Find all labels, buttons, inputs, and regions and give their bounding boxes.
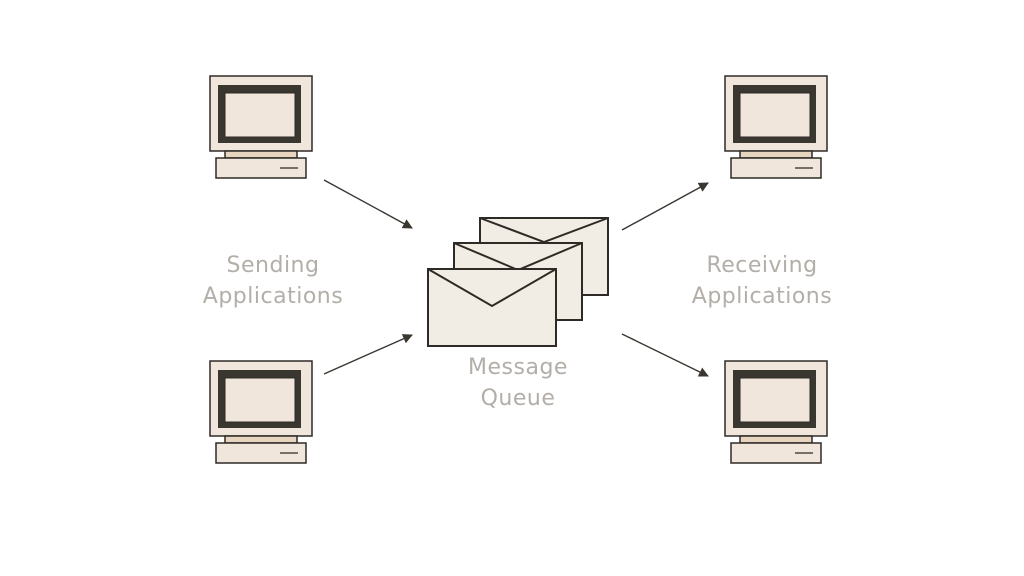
arrow-sender-2-to-queue xyxy=(323,334,413,375)
message-queue-label: Message Queue xyxy=(418,352,618,414)
sender-computer-1-icon xyxy=(209,75,313,179)
envelope-icon-front xyxy=(427,268,557,347)
sending-applications-label: Sending Applications xyxy=(173,250,373,312)
receiving-label-line-2: Applications xyxy=(691,284,833,309)
sending-label-line-2: Applications xyxy=(202,284,344,309)
arrow-sender-1-to-queue xyxy=(323,179,413,229)
arrow-queue-to-receiver-2 xyxy=(621,333,709,377)
receiver-computer-2-icon xyxy=(724,360,828,464)
arrow-queue-to-receiver-1 xyxy=(621,182,709,231)
receiver-computer-1-icon xyxy=(724,75,828,179)
queue-label-line-1: Message xyxy=(468,355,568,380)
queue-label-line-2: Queue xyxy=(480,386,556,411)
sender-computer-2-icon xyxy=(209,360,313,464)
receiving-applications-label: Receiving Applications xyxy=(662,250,862,312)
sending-label-line-1: Sending xyxy=(226,253,320,278)
receiving-label-line-1: Receiving xyxy=(706,253,818,278)
